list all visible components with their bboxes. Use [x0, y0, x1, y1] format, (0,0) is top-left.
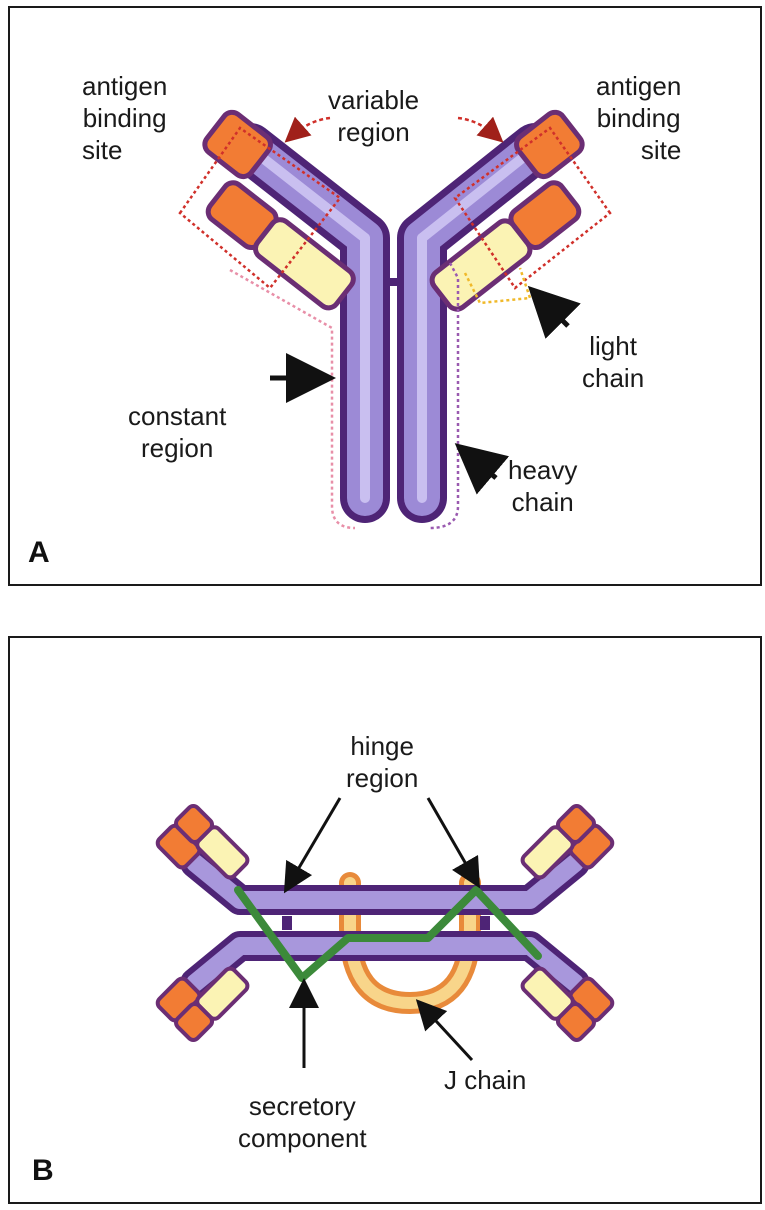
label-j-chain: J chain [444, 1064, 526, 1096]
heavy-chain-left [250, 148, 365, 498]
label-line: constant [128, 400, 226, 432]
hinge-arrow-right [428, 798, 474, 878]
variable-region-arrow-left [292, 118, 330, 136]
disulfide-bond [388, 278, 400, 286]
label-line: component [238, 1122, 367, 1154]
label-line: hinge [346, 730, 418, 762]
label-line: light [582, 330, 644, 362]
label-line: chain [582, 362, 644, 394]
label-line: heavy [508, 454, 577, 486]
label-secretory-component: secretory component [238, 1090, 367, 1154]
heavy-chain-upper [195, 863, 575, 900]
disulfide-bond [282, 916, 292, 930]
label-line: site [82, 134, 167, 166]
label-hinge-region: hinge region [346, 730, 418, 794]
panel-letter-b: B [32, 1154, 54, 1188]
constant-region-outline [230, 270, 355, 528]
label-line: region [328, 116, 419, 148]
label-light-chain: light chain [582, 330, 644, 394]
label-line: secretory [238, 1090, 367, 1122]
label-line: region [128, 432, 226, 464]
label-variable-region: variable region [328, 84, 419, 148]
label-line: binding [82, 102, 167, 134]
label-constant-region: constant region [128, 400, 226, 464]
label-line: variable [328, 84, 419, 116]
light-chain-arrow [542, 300, 568, 326]
label-line: antigen [596, 70, 681, 102]
label-line: binding [596, 102, 681, 134]
variable-region-arrow-right [458, 118, 496, 136]
panel-b: hinge region secretory component J chain… [8, 636, 762, 1204]
panel-letter-a: A [28, 536, 50, 570]
disulfide-bond [480, 916, 490, 930]
label-antigen-binding-site-left: antigen binding site [82, 70, 167, 166]
heavy-chain-arrow [470, 456, 496, 478]
heavy-chain-lower [195, 946, 575, 983]
label-line: site [596, 134, 681, 166]
panel-a: antigen binding site variable region ant… [8, 6, 762, 586]
label-line: region [346, 762, 418, 794]
hinge-arrow-left [290, 798, 340, 883]
label-line: antigen [82, 70, 167, 102]
j-chain-arrow [424, 1008, 472, 1060]
label-antigen-binding-site-right: antigen binding site [596, 70, 681, 166]
label-heavy-chain: heavy chain [508, 454, 577, 518]
antibody-diagram-b [10, 638, 760, 1202]
label-line: chain [508, 486, 577, 518]
heavy-chain-right [422, 148, 535, 498]
